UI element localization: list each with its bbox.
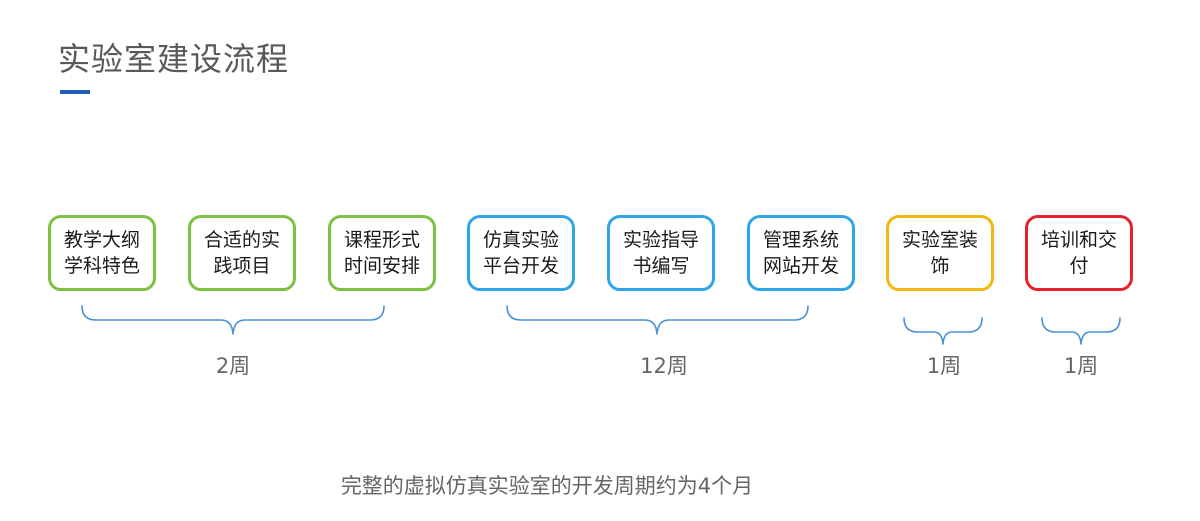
step-box-lab-guide: 实验指导书编写 [607, 215, 715, 291]
brace-phase-3 [903, 317, 983, 345]
step-box-practice-projects: 合适的实践项目 [188, 215, 296, 291]
step-box-syllabus: 教学大纲学科特色 [48, 215, 156, 291]
step-box-management-website: 管理系统网站开发 [747, 215, 855, 291]
step-label: 教学大纲学科特色 [63, 229, 140, 277]
step-label: 课程形式时间安排 [343, 229, 420, 277]
step-box-lab-decoration: 实验室装饰 [886, 215, 994, 291]
step-label: 管理系统网站开发 [762, 229, 839, 277]
step-label: 实验室装饰 [901, 229, 978, 277]
title-underline [60, 90, 90, 94]
phase-duration: 1周 [1063, 354, 1099, 378]
summary-text: 完整的虚拟仿真实验室的开发周期约为4个月 [340, 474, 754, 498]
brace-phase-2 [506, 305, 809, 335]
phase-duration: 2周 [215, 354, 251, 378]
step-label: 仿真实验平台开发 [482, 229, 559, 277]
brace-phase-4 [1041, 317, 1121, 345]
step-label: 合适的实践项目 [203, 229, 280, 277]
page-title: 实验室建设流程 [58, 40, 290, 78]
step-label: 实验指导书编写 [622, 229, 699, 277]
phase-duration: 1周 [926, 354, 962, 378]
step-box-training-delivery: 培训和交付 [1025, 215, 1133, 291]
brace-phase-1 [81, 305, 385, 335]
step-label: 培训和交付 [1040, 229, 1117, 277]
step-box-simulation-platform: 仿真实验平台开发 [467, 215, 575, 291]
step-box-course-format: 课程形式时间安排 [328, 215, 436, 291]
phase-duration: 12周 [640, 354, 688, 378]
